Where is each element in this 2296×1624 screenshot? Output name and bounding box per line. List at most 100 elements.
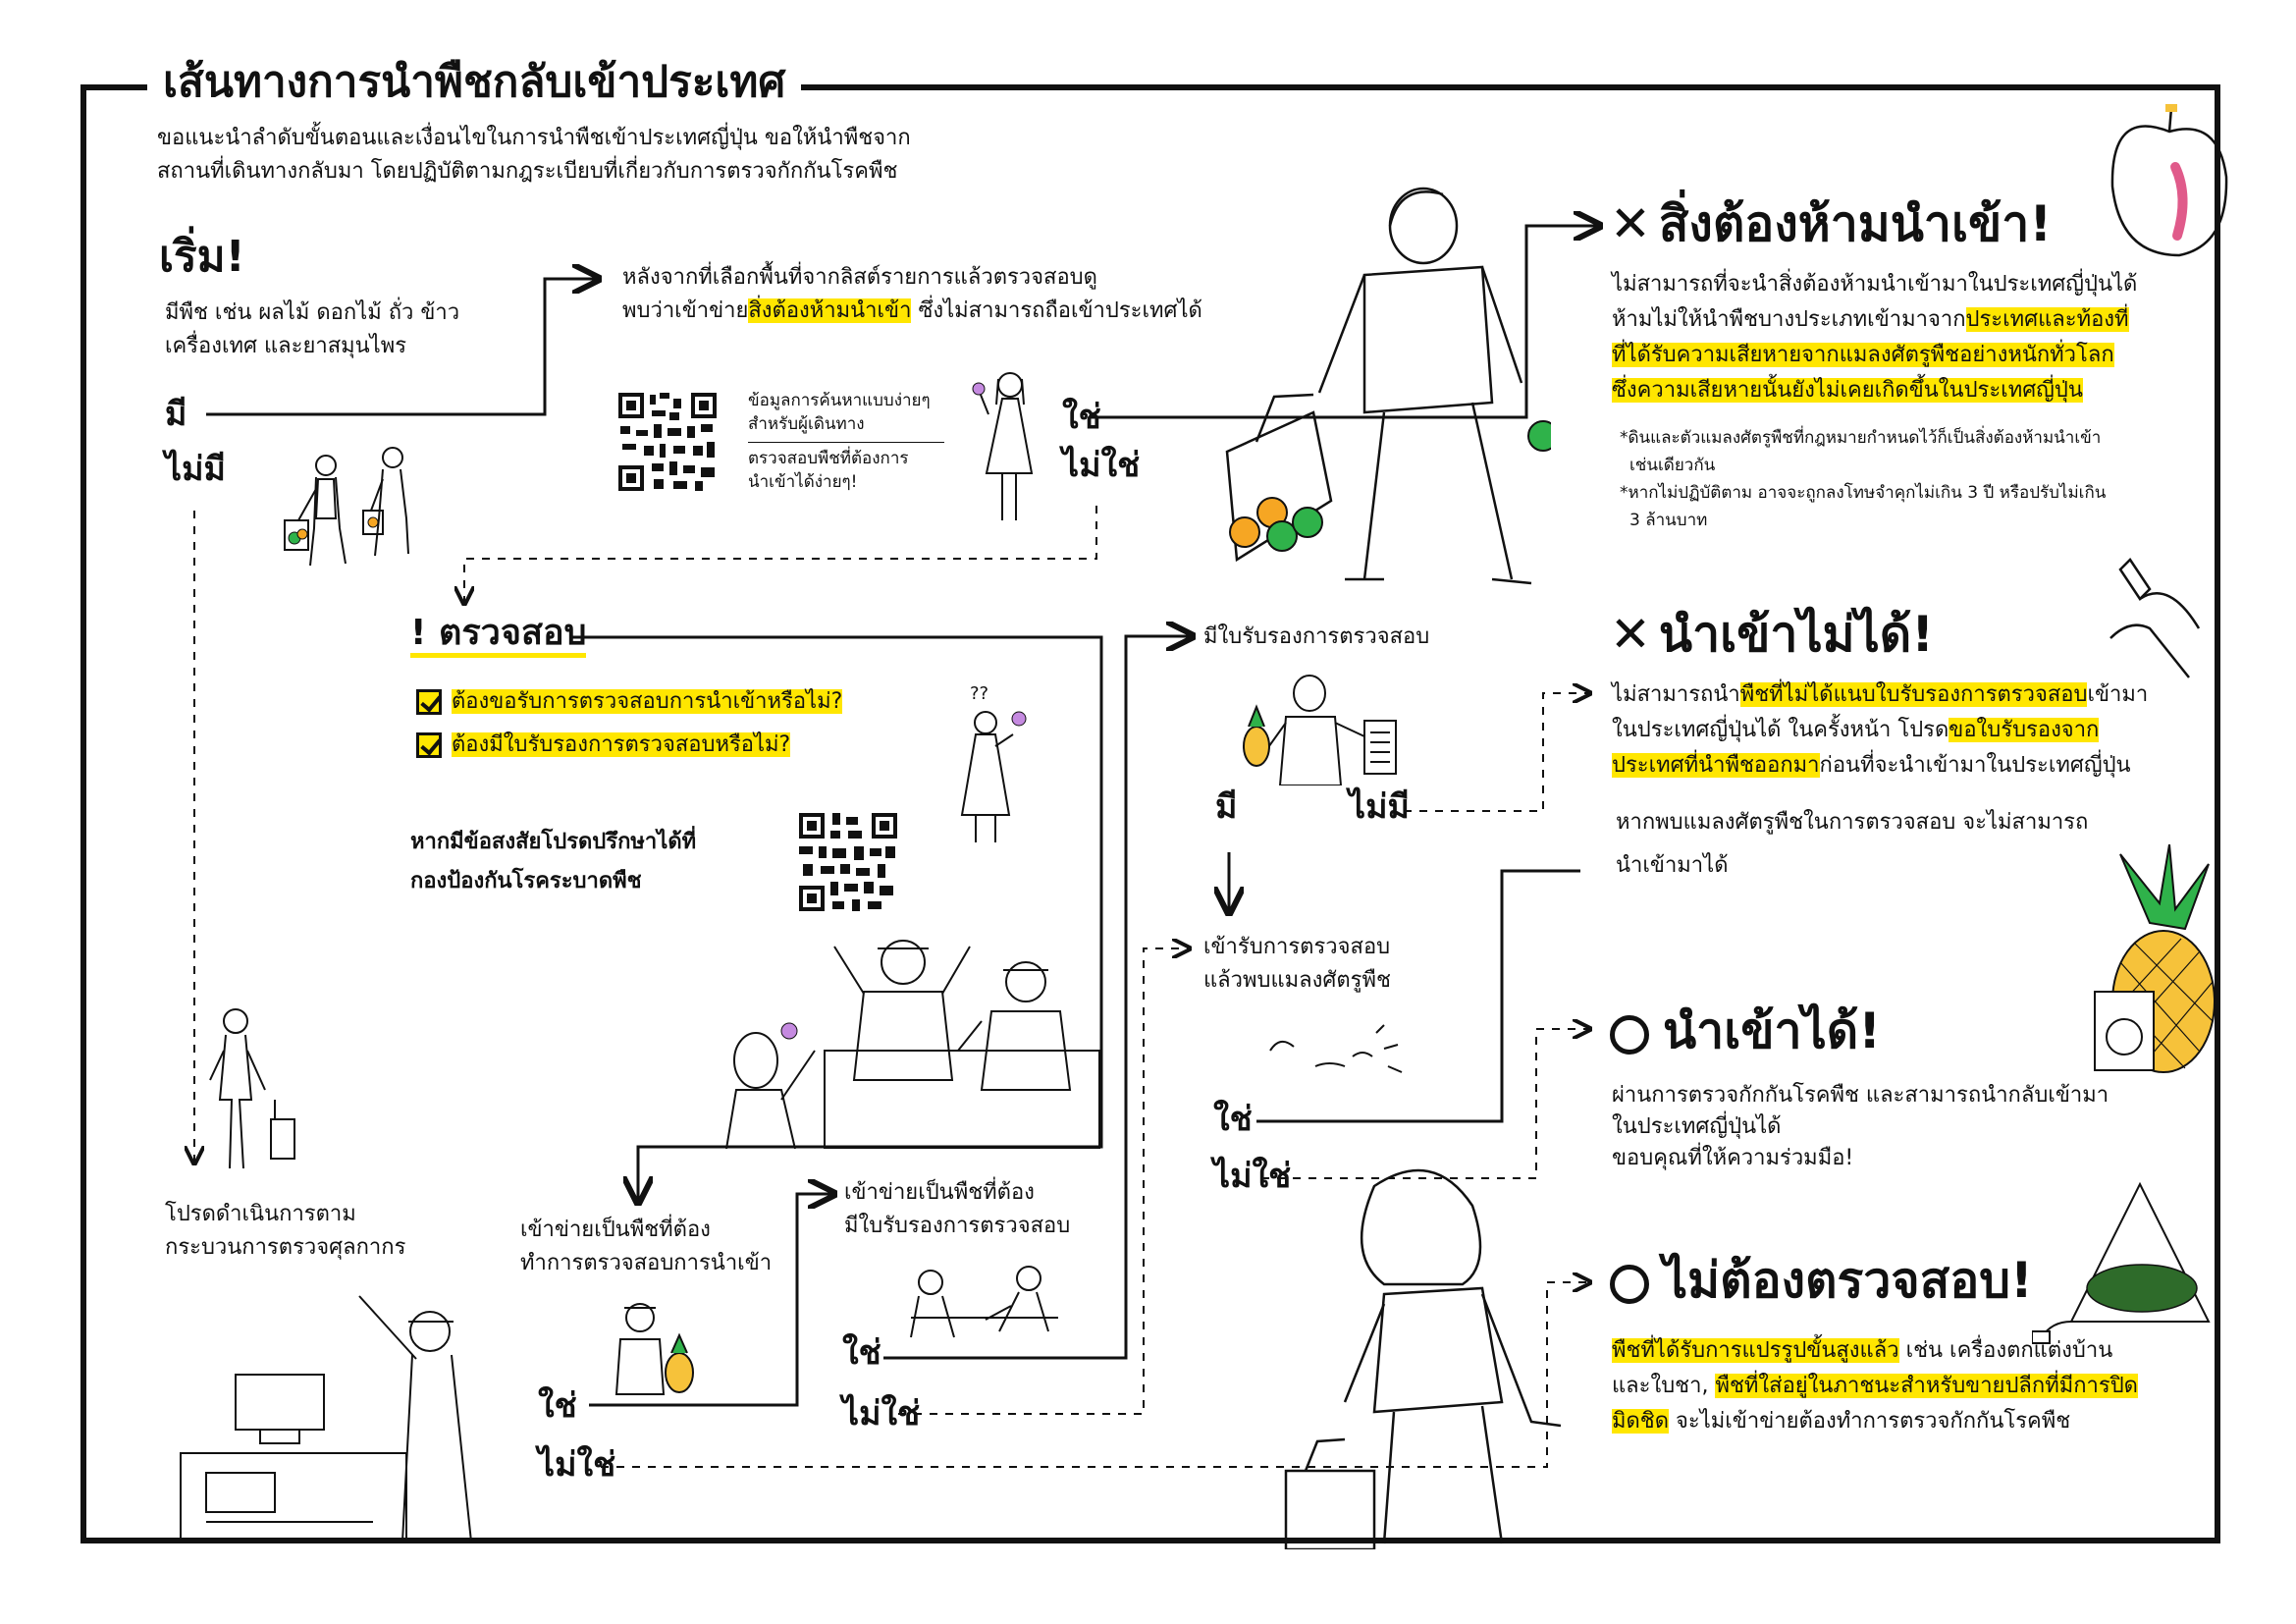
cannot-line-2: ในประเทศญี่ปุ่นได้ ในครั้งหน้า โปรดขอใบร…: [1612, 713, 2148, 748]
customs-text: โปรดดำเนินการตาม กระบวนการตรวจศุลกากร: [165, 1198, 405, 1265]
checklist-item-1-text: ต้องขอรับการตรวจสอบการนำเข้าหรือไม่?: [452, 689, 843, 714]
inspection-label-text: ! ตรวจสอบ: [410, 613, 587, 658]
needs-import-no[interactable]: ไม่ใช่: [538, 1445, 616, 1485]
needs-cert-yes[interactable]: ใช่: [842, 1333, 881, 1373]
list-check-text: หลังจากที่เลือกพื้นที่จากลิสต์รายการแล้ว…: [622, 261, 1202, 328]
no-inspection-line-1: พืชที่ได้รับการแปรรูปขั้นสูงแล้ว เช่น เค…: [1612, 1333, 2138, 1369]
can-line-1: ผ่านการตรวจกักกันโรคพืช และสามารถนำกลับเ…: [1612, 1083, 2109, 1108]
list-check-line-2a: พบว่าเข้าข่าย: [622, 298, 749, 323]
intro-line-1: ขอแนะนำลำดับขั้นตอนและเงื่อนไขในการนำพืช…: [157, 126, 911, 150]
can-line-3: ขอบคุณที่ให้ความร่วมมือ!: [1612, 1146, 1854, 1170]
qr-title-line-2: สำหรับผู้เดินทาง: [748, 414, 865, 434]
page-title: เส้นทางการนำพืชกลับเข้าประเทศ: [147, 47, 802, 118]
checklist-item-2: ต้องมีใบรับรองการตรวจสอบหรือไม่?: [416, 729, 842, 762]
has-cert-yes[interactable]: มี: [1215, 787, 1238, 827]
cannot-heading: ✕นำเข้าไม่ได้!: [1610, 603, 1934, 666]
cannot-line-3: ประเทศที่นำพืชออกมาก่อนที่จะนำเข้ามาในปร…: [1612, 748, 2148, 784]
list-check-no[interactable]: ไม่ใช่: [1062, 446, 1141, 485]
qr-sub-line-1: ตรวจสอบพืชที่ต้องการ: [748, 449, 909, 468]
start-label: เริ่ม!: [159, 232, 245, 282]
prohibited-notes: *ดินและตัวแมลงศัตรูพืชที่กฎหมายกำหนดไว้ก…: [1620, 424, 2106, 534]
no-inspection-heading-text: ไม่ต้องตรวจสอบ!: [1663, 1252, 2033, 1309]
prohibited-line-2b: ประเทศและท้องที่: [1965, 307, 2129, 332]
inspected-yes[interactable]: ใช่: [1213, 1100, 1253, 1139]
consult-line-2: กองป้องกันโรคระบาดพืช: [410, 869, 642, 893]
needs-cert-line-2: มีใบรับรองการตรวจสอบ: [844, 1214, 1071, 1238]
prohibited-note-3: *หากไม่ปฏิบัติตาม อาจจะถูกลงโทษจำคุกไม่เ…: [1620, 483, 2107, 503]
circle-ok-icon: [1610, 1014, 1649, 1055]
no-inspection-line-2a: และใบชา,: [1612, 1374, 1716, 1398]
officer-with-pineapple-illustration: [614, 1303, 694, 1395]
tea-bag-illustration: [2032, 1181, 2211, 1344]
cannot-line-1: ไม่สามารถนำพืชที่ไม่ได้แนบใบรับรองการตรว…: [1612, 677, 2148, 713]
no-inspection-line-3a: มิดชิด: [1612, 1409, 1670, 1434]
prohibited-heading-text: สิ่งต้องห้ามนำเข้า!: [1658, 195, 2053, 252]
cannot-line-1a: ไม่สามารถนำ: [1612, 682, 1740, 707]
no-inspection-line-3b: จะไม่เข้าข่ายต้องทำการตรวจกักกันโรคพืช: [1669, 1409, 2071, 1434]
has-cert-no[interactable]: ไม่มี: [1349, 787, 1410, 827]
can-heading: นำเข้าได้!: [1610, 1000, 1881, 1062]
prohibited-line-2a: ห้ามไม่ให้นำพืชบางประเภทเข้ามาจาก: [1612, 307, 1966, 332]
svg-text:??: ??: [970, 683, 988, 704]
no-inspection-line-2: และใบชา, พืชที่ใส่อยู่ในภาชนะสำหรับขายปล…: [1612, 1369, 2138, 1404]
qr-code-consult[interactable]: [797, 811, 899, 913]
checkbox-checked-icon: [416, 732, 442, 758]
needs-cert-text: เข้าข่ายเป็นพืชที่ต้อง มีใบรับรองการตรวจ…: [844, 1176, 1070, 1243]
no-inspection-line-1b: เช่น เครื่องตกแต่งบ้าน: [1898, 1338, 2113, 1363]
inspection-checklist: ต้องขอรับการตรวจสอบการนำเข้าหรือไม่? ต้อ…: [416, 685, 843, 762]
cannot-line-5: นำเข้ามาได้: [1616, 853, 1729, 878]
qr-search-caption: ข้อมูลการค้นหาแบบง่ายๆ สำหรับผู้เดินทาง …: [748, 389, 944, 494]
needs-cert-no[interactable]: ไม่ใช่: [842, 1394, 921, 1434]
prohibited-highlight: สิ่งต้องห้ามนำเข้า: [748, 298, 912, 323]
has-cert-label: มีใบรับรองการตรวจสอบ: [1203, 624, 1430, 649]
inspected-text: เข้ารับการตรวจสอบ แล้วพบแมลงศัตรูพืช: [1203, 931, 1391, 998]
prohibited-body: ไม่สามารถที่จะนำสิ่งต้องห้ามนำเข้ามาในปร…: [1612, 267, 2137, 408]
quarantine-counter-illustration: [725, 940, 1100, 1149]
consult-line-1: หากมีข้อสงสัยโปรดปรึกษาได้ที่: [410, 830, 697, 854]
cannot-line-1b: พืชที่ไม่ได้แนบใบรับรองการตรวจสอบ: [1739, 682, 2088, 707]
consult-text: หากมีข้อสงสัยโปรดปรึกษาได้ที่ กองป้องกัน…: [410, 823, 696, 901]
list-check-line-2c: ซึ่งไม่สามารถถือเข้าประเทศได้: [911, 298, 1202, 323]
no-inspection-line-1a: พืชที่ได้รับการแปรรูปขั้นสูงแล้ว: [1612, 1338, 1899, 1363]
no-inspection-body: พืชที่ได้รับการแปรรูปขั้นสูงแล้ว เช่น เค…: [1612, 1333, 2138, 1439]
no-inspection-line-2b: พืชที่ใส่อยู่ในภาชนะสำหรับขายปลีกที่มีกา…: [1715, 1374, 2138, 1398]
prohibited-line-3: ที่ได้รับความเสียหายจากแมลงศัตรูพืชอย่าง…: [1612, 343, 2114, 367]
prohibited-note-4: 3 ล้านบาท: [1629, 511, 1708, 530]
travellers-illustration: [284, 447, 409, 567]
list-check-line-2: พบว่าเข้าข่ายสิ่งต้องห้ามนำเข้า ซึ่งไม่ส…: [622, 295, 1202, 328]
woman-walking-illustration: [1284, 1168, 1562, 1549]
checklist-item-2-text: ต้องมีใบรับรองการตรวจสอบหรือไม่?: [452, 732, 791, 757]
cannot-line-1c: เข้ามา: [2087, 682, 2149, 707]
qr-title-line-1: ข้อมูลการค้นหาแบบง่ายๆ: [748, 391, 931, 410]
cross-icon: ✕: [1610, 606, 1651, 663]
apple-with-worm-illustration: [2110, 104, 2228, 257]
can-body: ผ่านการตรวจกักกันโรคพืช และสามารถนำกลับเ…: [1612, 1080, 2109, 1174]
start-no[interactable]: ไม่มี: [165, 450, 226, 489]
qr-sub-line-2: นำเข้าได้ง่ายๆ!: [748, 472, 858, 492]
signing-illustration: [910, 1266, 1058, 1338]
start-yes[interactable]: มี: [165, 395, 187, 434]
list-check-yes[interactable]: ใช่: [1062, 398, 1101, 437]
intro-text: ขอแนะนำลำดับขั้นตอนและเงื่อนไขในการนำพืช…: [157, 122, 911, 189]
cannot-body: ไม่สามารถนำพืชที่ไม่ได้แนบใบรับรองการตรว…: [1612, 677, 2148, 784]
needs-cert-line-1: เข้าข่ายเป็นพืชที่ต้อง: [844, 1180, 1035, 1205]
hand-with-bottle-illustration: [2109, 558, 2201, 678]
list-check-line-1: หลังจากที่เลือกพื้นที่จากลิสต์รายการแล้ว…: [622, 265, 1097, 290]
cannot-pest-text: หากพบแมลงศัตรูพืชในการตรวจสอบ จะไม่สามาร…: [1616, 801, 2088, 888]
inspected-no[interactable]: ไม่ใช่: [1213, 1157, 1292, 1196]
cannot-line-4: หากพบแมลงศัตรูพืชในการตรวจสอบ จะไม่สามาร…: [1616, 810, 2089, 835]
prohibited-heading: ✕สิ่งต้องห้ามนำเข้า!: [1610, 192, 2052, 255]
circle-ok-icon: [1610, 1264, 1649, 1304]
inspection-label: ! ตรวจสอบ: [410, 609, 587, 658]
needs-import-text: เข้าข่ายเป็นพืชที่ต้อง ทำการตรวจสอบการนำ…: [520, 1214, 772, 1280]
cannot-line-3a: ประเทศที่นำพืชออกมา: [1612, 753, 1820, 778]
prohibited-note-2: เช่นเดียวกัน: [1629, 456, 1716, 475]
prohibited-note-1: *ดินและตัวแมลงศัตรูพืชที่กฎหมายกำหนดไว้ก…: [1620, 428, 2102, 448]
cannot-line-2a: ในประเทศญี่ปุ่นได้ ในครั้งหน้า โปรด: [1612, 718, 1949, 742]
needs-import-yes[interactable]: ใช่: [538, 1386, 577, 1426]
qr-code-traveller-search[interactable]: [616, 391, 719, 493]
prohibited-line-1: ไม่สามารถที่จะนำสิ่งต้องห้ามนำเข้ามาในปร…: [1612, 272, 2138, 297]
checklist-item-1: ต้องขอรับการตรวจสอบการนำเข้าหรือไม่?: [416, 685, 843, 719]
page-frame: [80, 84, 2220, 1543]
